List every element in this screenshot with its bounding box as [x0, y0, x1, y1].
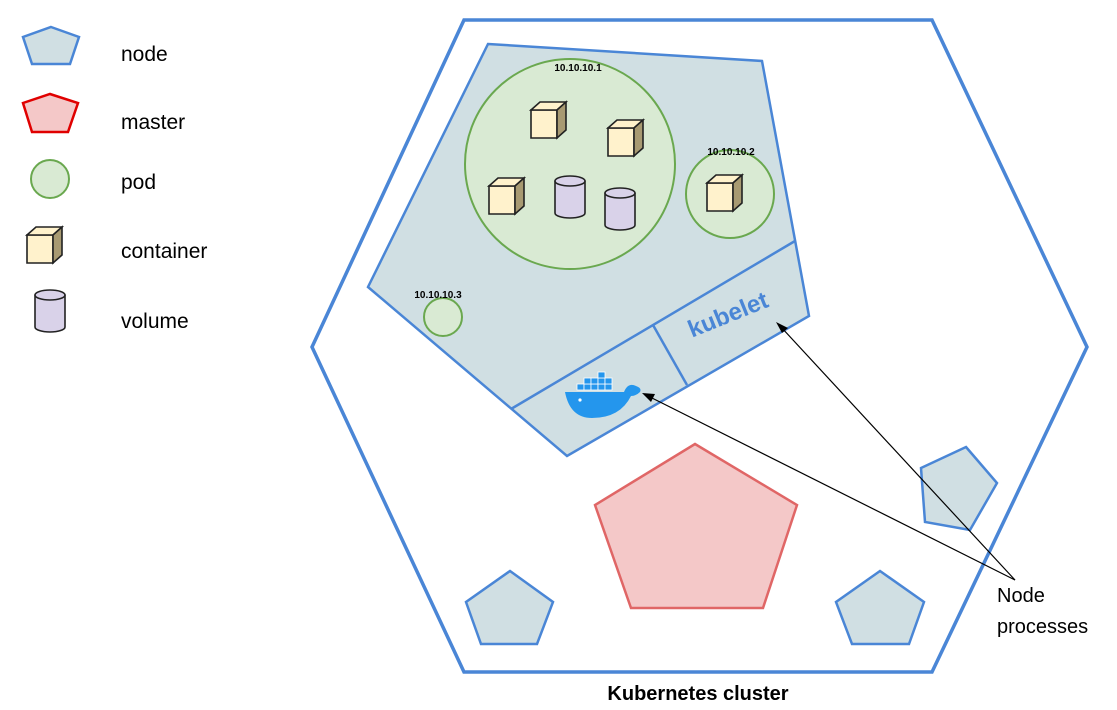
node-bottom-left — [464, 569, 555, 646]
node-bottom-right — [834, 569, 926, 646]
pod-3-ip: 10.10.10.3 — [414, 290, 462, 301]
container-icon — [488, 177, 525, 215]
legend-master-label: master — [121, 111, 185, 134]
volume-icon — [604, 187, 636, 231]
pod-legend-icon — [30, 159, 70, 199]
legend-container-label: container — [121, 240, 207, 263]
docker-arrowhead — [642, 393, 655, 402]
node-processes-label-line1: Node — [997, 585, 1045, 607]
container-icon — [706, 174, 743, 212]
node-processes-label-line2: processes — [997, 616, 1088, 638]
docker-arrow — [647, 395, 1016, 581]
volume-icon — [554, 175, 586, 219]
container-icon — [607, 119, 644, 157]
node-process-separator — [651, 324, 689, 386]
node-legend-icon — [21, 25, 81, 66]
cluster-caption: Kubernetes cluster — [607, 683, 788, 705]
pod-1-ip: 10.10.10.1 — [554, 63, 602, 74]
kubelet-arrow — [780, 326, 1016, 581]
container-legend-icon — [26, 226, 63, 264]
main-node: 10.10.10.1 10.10.10.2 10.10.10.3 kubelet — [366, 42, 811, 458]
pod-2: 10.10.10.2 — [685, 147, 775, 239]
pod-1: 10.10.10.1 — [464, 58, 676, 270]
legend-volume-label: volume — [121, 310, 189, 333]
kubelet-arrowhead — [776, 322, 788, 333]
volume-legend-icon — [34, 289, 66, 333]
container-icon — [530, 101, 567, 139]
cluster-hexagon — [310, 18, 1089, 674]
pod-2-ip: 10.10.10.2 — [707, 147, 755, 158]
master-legend-icon — [21, 92, 80, 134]
legend: node master pod container volume — [21, 25, 207, 333]
node-process-arrows — [642, 322, 1016, 581]
master-node — [593, 442, 799, 610]
docker-whale-icon — [565, 371, 641, 418]
pod-3-circle — [423, 297, 463, 337]
legend-node-label: node — [121, 43, 168, 66]
node-right — [919, 445, 999, 532]
pod-1-circle — [464, 58, 676, 270]
legend-pod-label: pod — [121, 171, 156, 194]
pod-3: 10.10.10.3 — [414, 290, 463, 337]
